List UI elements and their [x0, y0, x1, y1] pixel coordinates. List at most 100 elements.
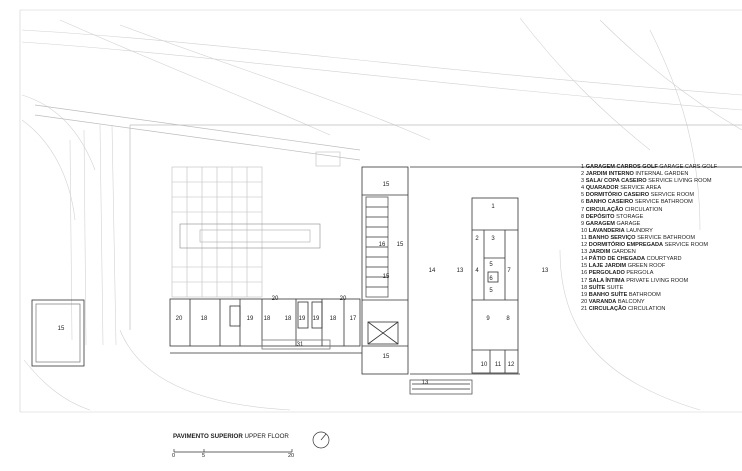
- legend-number: 7: [581, 206, 585, 213]
- room-number-label: 15: [383, 182, 390, 188]
- legend-english: SERVICE ROOM: [664, 242, 709, 249]
- room-number-label: 19: [299, 316, 306, 322]
- legend-english: CIRCULATION: [624, 206, 663, 213]
- legend-number: 18: [581, 284, 588, 291]
- legend-english: SERVICE BATHROOM: [634, 199, 693, 206]
- legend-row: 11 BANHO SERVIÇO SERVICE BATHROOM: [581, 235, 717, 242]
- legend-english: BATHROOM: [628, 291, 661, 298]
- room-number-label: 16: [379, 242, 386, 248]
- scale-bar: [173, 449, 293, 453]
- legend-number: 21: [581, 305, 588, 312]
- legend-english: CIRCULATION: [627, 305, 666, 312]
- legend-number: 14: [581, 256, 588, 263]
- legend-number: 1: [581, 164, 585, 170]
- room-number-label: 15: [397, 242, 404, 248]
- legend-row: 6 BANHO CASEIRO SERVICE BATHROOM: [581, 199, 717, 206]
- legend-english: PRIVATE LIVING ROOM: [626, 277, 689, 284]
- room-number-label: 12: [508, 362, 515, 368]
- legend-portuguese: LAJE JARDIM: [588, 263, 627, 270]
- legend-portuguese: SALA ÍNTIMA: [588, 277, 625, 284]
- legend-english: GARAGE CARS GOLF: [659, 164, 718, 170]
- legend-number: 8: [581, 213, 585, 220]
- legend-english: GARAGE: [616, 220, 641, 227]
- legend-portuguese: JARDIM: [588, 249, 611, 256]
- room-number-label: 3: [491, 236, 495, 242]
- legend-portuguese: GARAGEM CARROS GOLF: [585, 164, 658, 170]
- room-number-label: 18: [285, 316, 292, 322]
- legend-portuguese: CIRCULAÇÃO: [585, 206, 624, 213]
- room-number-label: 2: [475, 236, 479, 242]
- room-number-label: 31: [297, 342, 304, 348]
- legend-portuguese: LAVANDERIA: [588, 227, 625, 234]
- legend-number: 3: [581, 178, 585, 185]
- room-number-label: 20: [272, 296, 279, 302]
- room-number-label: 10: [481, 362, 488, 368]
- room-number-label: 4: [475, 268, 479, 274]
- room-number-label: 13: [542, 268, 549, 274]
- legend-row: 2 JARDIM INTERNO INTERNAL GARDEN: [581, 171, 717, 178]
- legend-english: SERVICE LIVING ROOM: [648, 178, 712, 185]
- scale-label-20: 20: [288, 453, 295, 459]
- legend-portuguese: DORMITÓRIO EMPREGADA: [588, 242, 664, 249]
- legend-portuguese: CIRCULAÇÃO: [588, 305, 627, 312]
- legend-portuguese: JARDIM INTERNO: [585, 171, 634, 178]
- legend-portuguese: BANHO SERVIÇO: [588, 234, 636, 241]
- legend-portuguese: QUARADOR: [585, 185, 619, 192]
- legend-row: 10 LAVANDERIA LAUNDRY: [581, 228, 717, 235]
- room-number-label: 20: [340, 296, 347, 302]
- legend-row: 17 SALA ÍNTIMA PRIVATE LIVING ROOM: [581, 278, 717, 285]
- legend-row: 3 SALA/ COPA CASEIRO SERVICE LIVING ROOM: [581, 178, 717, 185]
- legend-number: 20: [581, 298, 588, 305]
- service-wing: [409, 197, 520, 395]
- legend-portuguese: GARAGEM: [585, 220, 615, 227]
- legend-portuguese: DEPÓSITO: [585, 213, 615, 220]
- title-english: UPPER FLOOR: [244, 433, 289, 440]
- legend-row: 9 GARAGEM GARAGE: [581, 221, 717, 228]
- legend-english: LAUNDRY: [626, 227, 653, 234]
- legend-english: SERVICE BATHROOM: [637, 234, 695, 241]
- room-number-label: 18: [264, 316, 271, 322]
- legend-english: GARDEN: [611, 249, 636, 256]
- legend-row: 15 LAJE JARDIM GREEN ROOF: [581, 263, 717, 270]
- room-number-label: 18: [201, 316, 208, 322]
- legend-english: COURTYARD: [646, 256, 682, 263]
- legend-row: 7 CIRCULAÇÃO CIRCULATION: [581, 207, 717, 214]
- drawing-title: PAVIMENTO SUPERIOR UPPER FLOOR: [173, 433, 289, 440]
- legend-english: SERVICE ROOM: [650, 192, 695, 199]
- room-number-label: 5: [489, 288, 493, 294]
- room-number-label: 13: [457, 268, 464, 274]
- room-number-label: 11: [495, 362, 502, 368]
- legend-row: 21 CIRCULAÇÃO CIRCULATION: [581, 306, 717, 313]
- legend-row: 14 PÁTIO DE CHEGADA COURTYARD: [581, 256, 717, 263]
- legend-english: INTERNAL GARDEN: [635, 171, 689, 178]
- legend-portuguese: DORMITÓRIO CASEIRO: [585, 192, 650, 199]
- legend-row: 5 DORMITÓRIO CASEIRO SERVICE ROOM: [581, 192, 717, 199]
- room-number-label: 19: [313, 316, 320, 322]
- legend-english: PERGOLA: [626, 270, 654, 277]
- legend-row: 16 PERGOLADO PERGOLA: [581, 270, 717, 277]
- legend-row: 1 GARAGEM CARROS GOLF GARAGE CARS GOLF: [581, 164, 717, 171]
- legend-number: 16: [581, 270, 588, 277]
- legend-english: SERVICE AREA: [620, 185, 662, 192]
- legend-portuguese: BANHO SUÍTE: [588, 291, 628, 298]
- room-number-label: 9: [486, 316, 490, 322]
- north-arrow: [312, 431, 330, 449]
- room-number-label: 18: [330, 316, 337, 322]
- legend-portuguese: BANHO CASEIRO: [585, 199, 634, 206]
- legend-portuguese: PÁTIO DE CHEGADA: [588, 256, 646, 263]
- legend-english: SUITE: [606, 284, 624, 291]
- legend-number: 2: [581, 171, 585, 178]
- legend-row: 13 JARDIM GARDEN: [581, 249, 717, 256]
- legend-number: 17: [581, 277, 588, 284]
- room-number-label: 15: [383, 274, 390, 280]
- legend-row: 18 SUÍTE SUITE: [581, 285, 717, 292]
- legend-number: 15: [581, 263, 588, 270]
- room-number-label: 15: [58, 326, 65, 332]
- room-number-label: 15: [383, 354, 390, 360]
- legend-number: 5: [581, 192, 585, 199]
- legend-number: 10: [581, 227, 588, 234]
- legend-number: 19: [581, 291, 588, 298]
